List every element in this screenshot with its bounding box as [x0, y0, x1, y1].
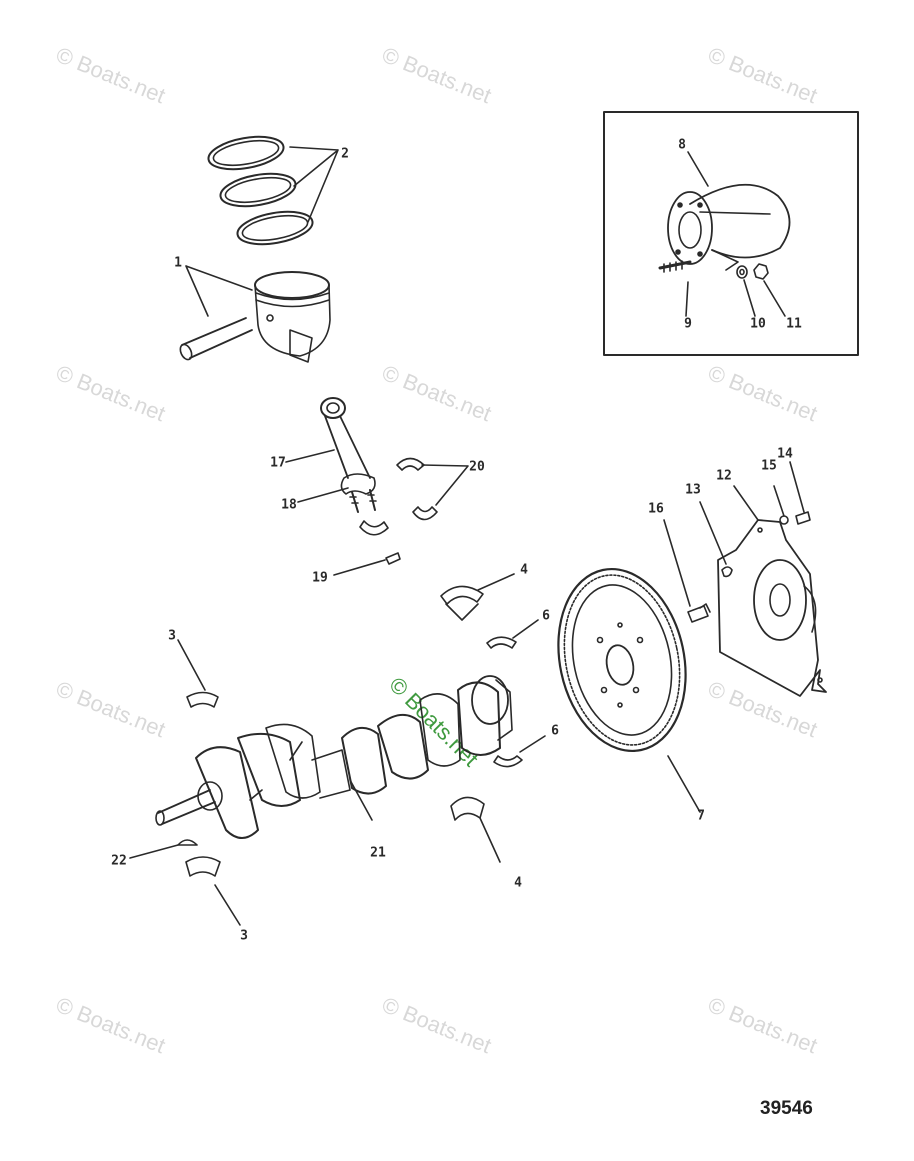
callout-11: 11 [786, 316, 802, 332]
flywheel [557, 567, 701, 813]
connecting-rod [285, 397, 377, 513]
callout-6-top: 6 [542, 608, 550, 624]
figure-number: 39546 [760, 1098, 813, 1119]
callout-16: 16 [648, 501, 664, 517]
rod-bearings [359, 457, 469, 536]
callout-13: 13 [685, 482, 701, 498]
callout-8: 8 [678, 137, 686, 153]
flexplate-hardware [663, 461, 811, 623]
callout-4-bottom: 4 [514, 875, 522, 891]
dowel-pin [333, 552, 401, 576]
callout-1: 1 [174, 255, 182, 271]
piston-rings [207, 135, 339, 246]
callout-14: 14 [777, 446, 793, 462]
callout-10: 10 [750, 316, 766, 332]
callout-9: 9 [684, 316, 692, 332]
callout-2: 2 [341, 146, 349, 162]
callout-17: 17 [270, 455, 286, 471]
callout-3-bottom: 3 [240, 928, 248, 944]
flexplate [717, 485, 827, 697]
callout-7: 7 [697, 808, 705, 824]
piston-assembly [179, 265, 331, 363]
callout-12: 12 [716, 468, 732, 484]
callout-21: 21 [370, 845, 386, 861]
main-bearings [177, 573, 546, 926]
callout-20: 20 [469, 459, 485, 475]
inset-box-coupler [603, 111, 859, 356]
callout-6-bottom: 6 [551, 723, 559, 739]
callout-3-top: 3 [168, 628, 176, 644]
callout-4-top: 4 [520, 562, 528, 578]
callout-18: 18 [281, 497, 297, 513]
callout-19: 19 [312, 570, 328, 586]
callout-22: 22 [111, 853, 127, 869]
crankshaft [155, 675, 513, 839]
callout-15: 15 [761, 458, 777, 474]
woodruff-key [129, 839, 198, 859]
